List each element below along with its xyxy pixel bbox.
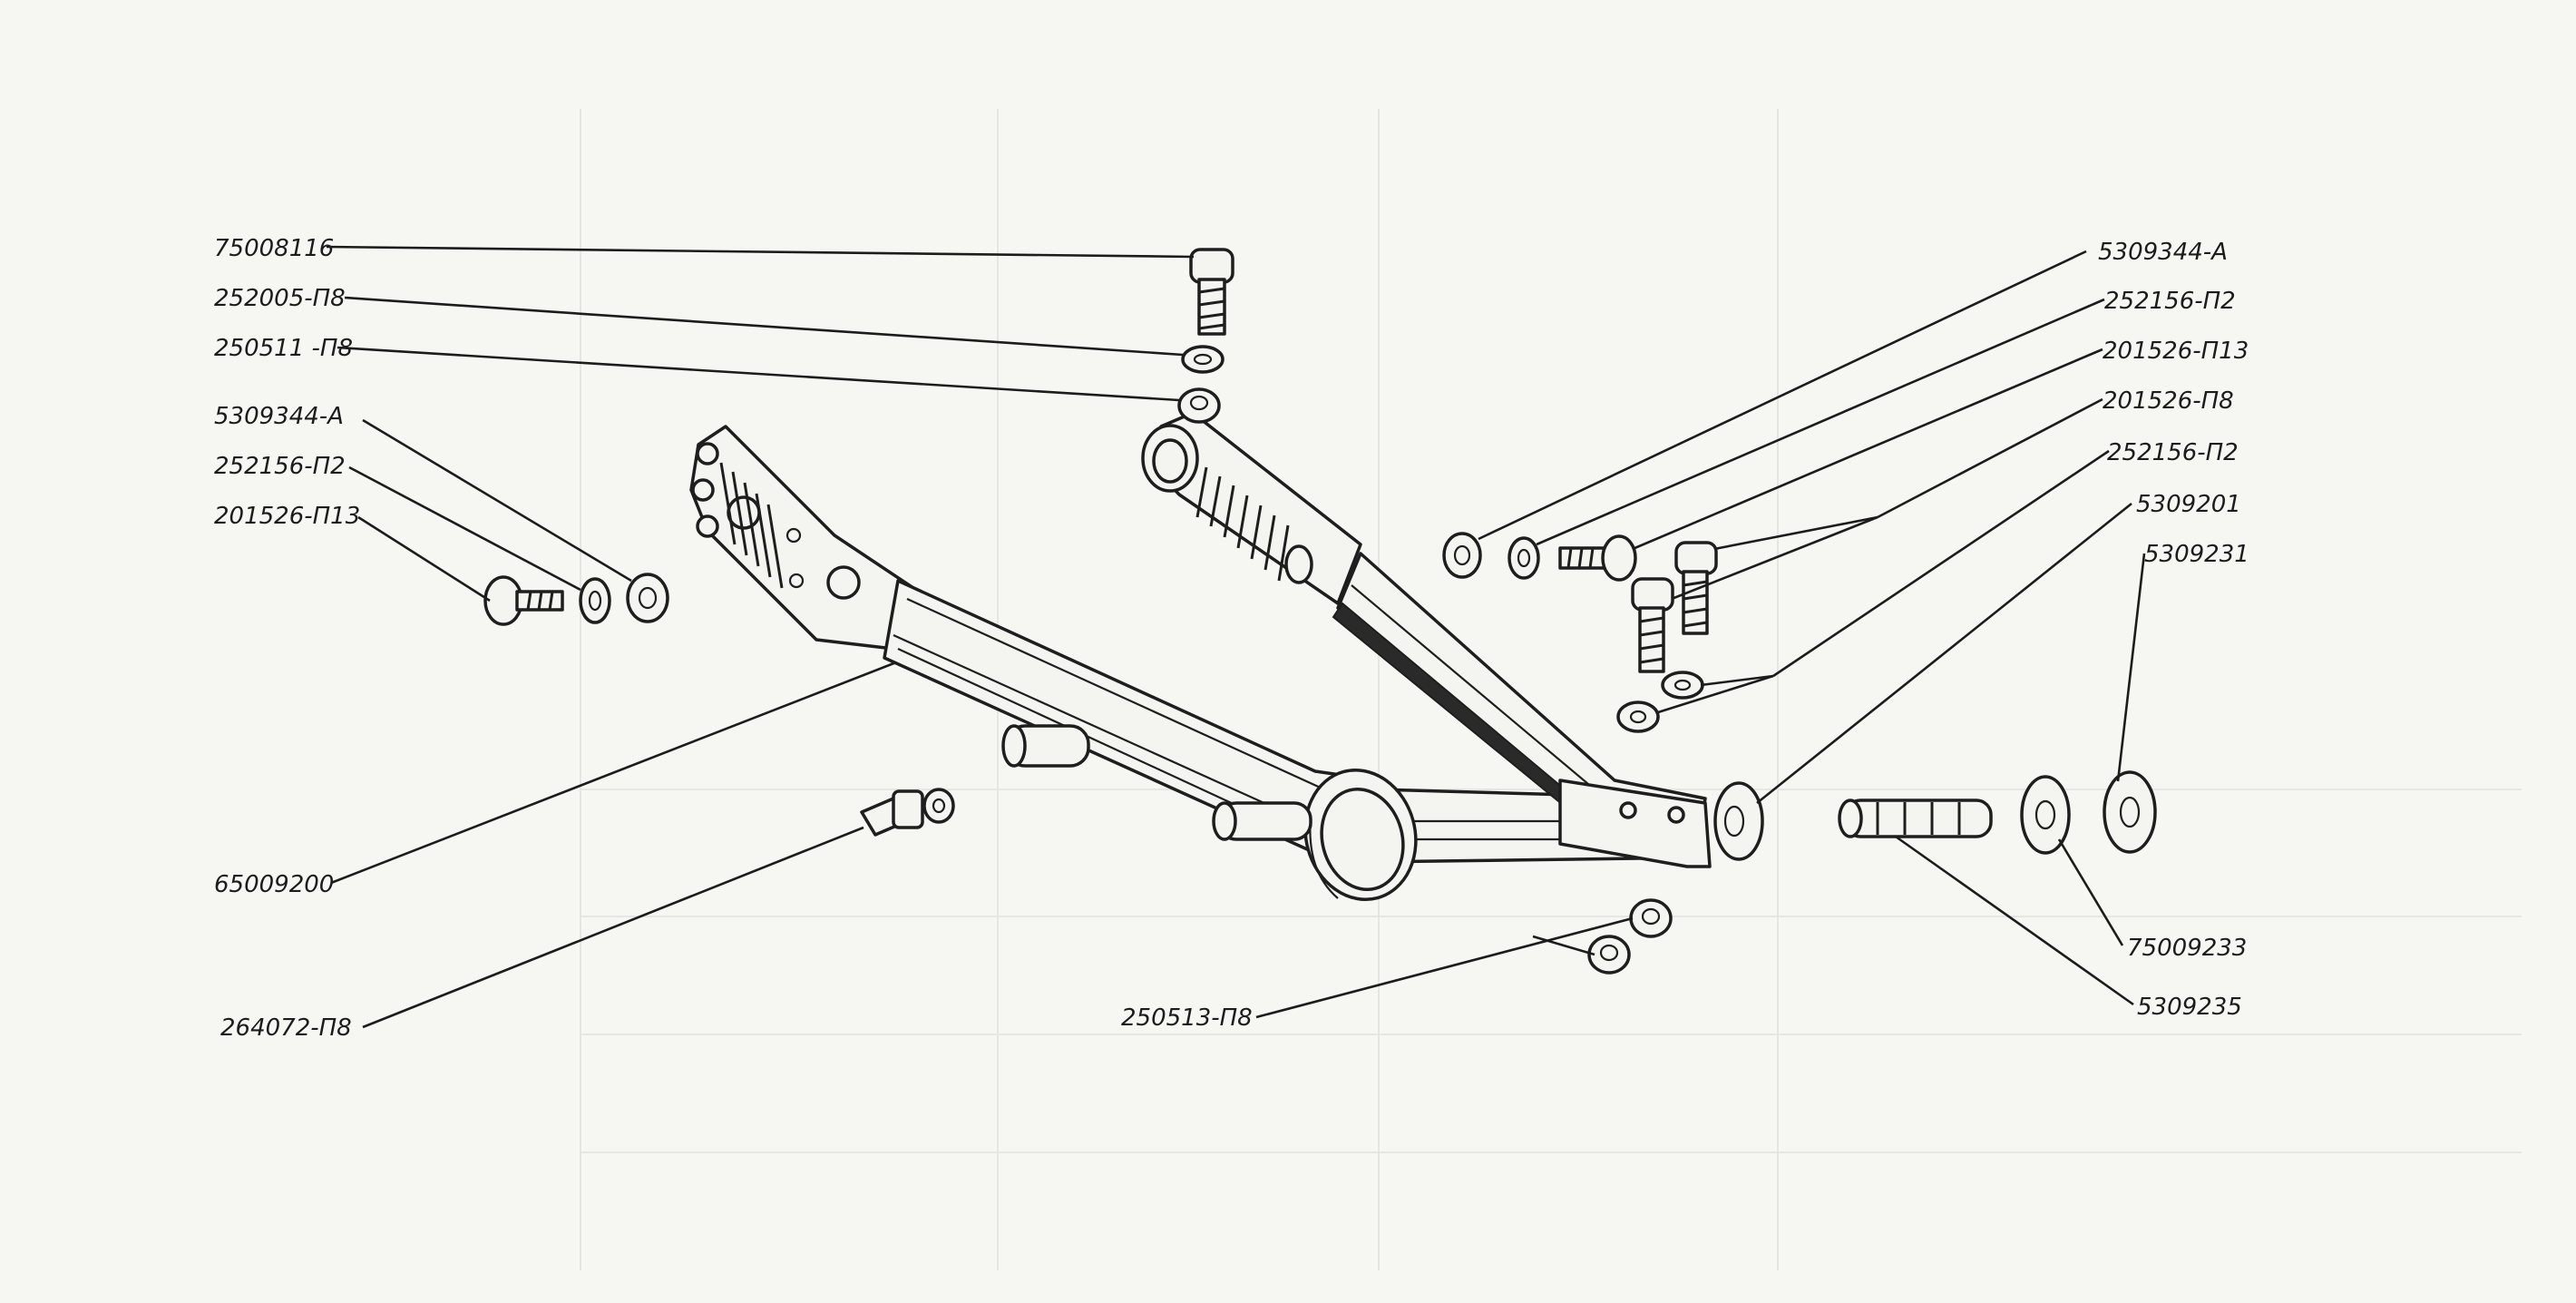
pivot-pin — [1844, 798, 1993, 838]
top-bolt-group — [1177, 248, 1234, 424]
part-label: 252156-П2 — [214, 453, 346, 480]
leader-lines — [326, 245, 2146, 1029]
spring-washer — [1616, 700, 1660, 733]
part-label: 75008116 — [214, 235, 334, 262]
background-show-through — [580, 109, 2522, 1270]
washer — [1181, 345, 1225, 374]
left-arm-plate — [689, 425, 918, 651]
part-label: 252156-П2 — [2104, 288, 2236, 315]
spring-washer — [579, 577, 611, 624]
nut — [1629, 898, 1673, 938]
spring-washer — [1508, 536, 1540, 580]
part-label: 250513-П8 — [1121, 1004, 1253, 1032]
bolt-head — [1674, 541, 1718, 575]
part-label: 5309344-А — [214, 403, 344, 430]
right-bolt-group — [1442, 532, 2157, 975]
part-label: 201526-П13 — [2103, 338, 2249, 365]
part-label: 5309201 — [2136, 491, 2241, 518]
bolt-head — [1601, 534, 1637, 582]
left-plate-hole — [826, 565, 861, 600]
part-labels: 75008116 252005-П8 250511 -П8 5309344-А … — [214, 235, 2249, 1042]
part-label: 5309344-А — [2098, 239, 2228, 266]
bolt-head — [1189, 248, 1234, 284]
part-label: 252156-П2 — [2107, 439, 2239, 466]
part-label: 75009233 — [2127, 935, 2247, 962]
left-bolt-group — [483, 573, 669, 626]
nut — [1442, 532, 1482, 579]
pivot-bracket — [1558, 779, 1712, 868]
spring-washer — [1661, 671, 1704, 700]
part-label: 65009200 — [214, 871, 334, 898]
part-label: 5309231 — [2144, 541, 2249, 568]
part-label: 250511 -П8 — [214, 335, 353, 362]
nut — [1177, 387, 1221, 424]
nut — [1587, 935, 1631, 975]
swing-arm-assembly — [689, 411, 1712, 902]
bolt-head — [1631, 577, 1674, 612]
part-label: 201526-П8 — [2103, 387, 2234, 415]
washer — [2020, 775, 2071, 855]
grease-nipple — [860, 788, 955, 837]
pin-cap — [1713, 781, 1764, 861]
nut — [626, 573, 669, 623]
part-label: 5309235 — [2137, 994, 2242, 1021]
part-label: 201526-П13 — [214, 503, 360, 530]
part-label: 264072-П8 — [220, 1014, 352, 1042]
part-label: 252005-П8 — [214, 285, 346, 312]
washer — [2103, 770, 2157, 854]
left-plate-hole — [727, 495, 761, 530]
